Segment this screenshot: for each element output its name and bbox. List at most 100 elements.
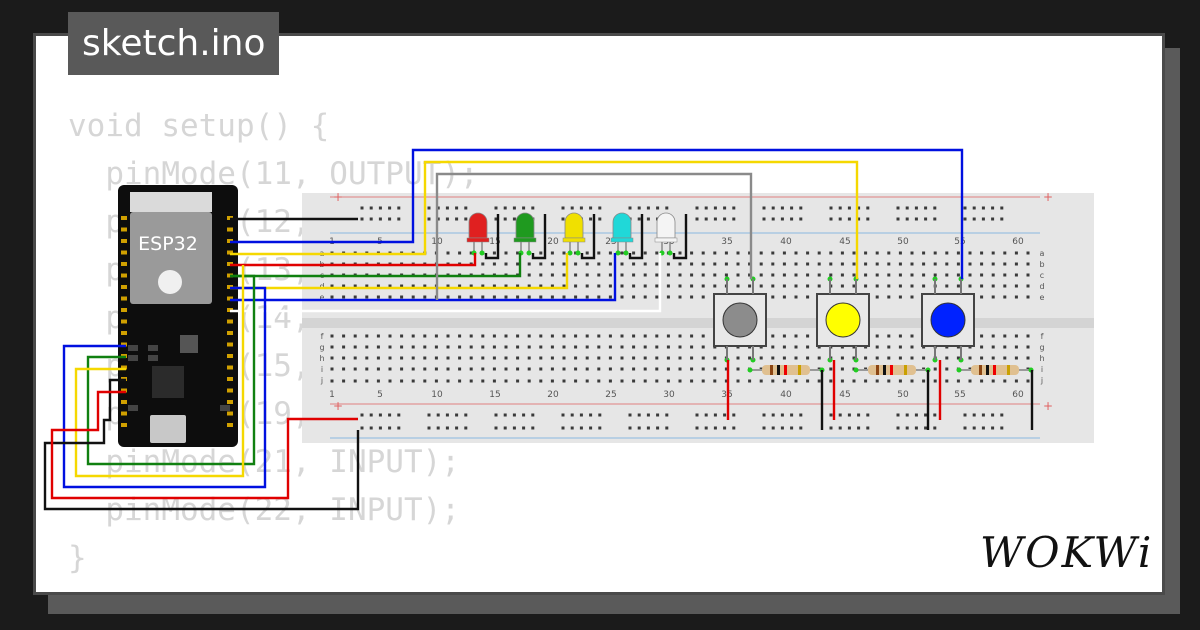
strip-hole <box>736 273 740 277</box>
rail-hole <box>704 426 708 430</box>
wire-yellow-led <box>230 253 569 290</box>
rail-hole <box>494 426 498 430</box>
strip-hole <box>608 262 612 266</box>
strip-hole <box>852 284 856 288</box>
strip-hole <box>933 273 937 277</box>
strip-hole <box>562 345 566 349</box>
wire-loop-red <box>50 390 358 500</box>
wire-loop-yellow <box>74 265 245 478</box>
rail-hole <box>991 217 995 221</box>
rail-hole <box>799 426 803 430</box>
strip-hole <box>736 251 740 255</box>
rail-hole <box>924 426 928 430</box>
strip-hole <box>887 284 891 288</box>
rail-hole <box>896 413 900 417</box>
rail-hole <box>963 217 967 221</box>
strip-hole <box>388 345 392 349</box>
strip-hole <box>759 379 763 383</box>
strip-hole <box>411 345 415 349</box>
strip-hole <box>597 345 601 349</box>
strip-hole <box>388 295 392 299</box>
smd-part <box>128 405 138 411</box>
strip-hole <box>608 295 612 299</box>
strip-hole <box>376 356 380 360</box>
smd-part <box>128 345 138 351</box>
column-number: 30 <box>663 390 675 400</box>
rail-hole <box>445 413 449 417</box>
strip-hole <box>829 251 833 255</box>
strip-hole <box>632 262 636 266</box>
row-letter: e <box>320 293 325 302</box>
rail-hole <box>704 217 708 221</box>
strip-hole <box>956 262 960 266</box>
button-cap <box>825 302 861 338</box>
rail-hole <box>512 217 516 221</box>
strip-hole <box>643 356 647 360</box>
strip-hole <box>504 334 508 338</box>
strip-hole <box>864 251 868 255</box>
strip-hole <box>945 367 949 371</box>
rail-hole <box>503 413 507 417</box>
strip-hole <box>330 356 334 360</box>
strip-hole <box>701 251 705 255</box>
antenna-area <box>130 192 212 212</box>
strip-hole <box>539 379 543 383</box>
strip-hole <box>898 345 902 349</box>
strip-hole <box>910 345 914 349</box>
rail-hole <box>561 413 565 417</box>
strip-hole <box>597 262 601 266</box>
pin <box>121 296 127 301</box>
strip-hole <box>585 367 589 371</box>
strip-hole <box>968 356 972 360</box>
strip-hole <box>330 379 334 383</box>
strip-hole <box>806 379 810 383</box>
strip-hole <box>794 284 798 288</box>
strip-hole <box>898 251 902 255</box>
strip-hole <box>945 273 949 277</box>
strip-hole <box>469 251 473 255</box>
rail-hole <box>857 413 861 417</box>
file-name-tab[interactable]: sketch.ino <box>68 12 280 75</box>
column-number: 40 <box>780 237 792 247</box>
strip-hole <box>516 356 520 360</box>
rail-hole <box>905 217 909 221</box>
strip-hole <box>342 334 346 338</box>
strip-hole <box>632 356 636 360</box>
strip-hole <box>574 262 578 266</box>
strip-hole <box>446 295 450 299</box>
strip-hole <box>585 334 589 338</box>
rail-hole <box>637 426 641 430</box>
strip-hole <box>736 367 740 371</box>
rail-hole <box>905 413 909 417</box>
rail-hole <box>637 217 641 221</box>
rail-hole <box>598 413 602 417</box>
strip-hole <box>759 262 763 266</box>
strip-hole <box>469 334 473 338</box>
strip-hole <box>840 273 844 277</box>
strip-hole <box>968 273 972 277</box>
rail-hole <box>598 206 602 210</box>
strip-hole <box>574 367 578 371</box>
strip-hole <box>991 295 995 299</box>
rail-hole <box>933 426 937 430</box>
strip-hole <box>365 345 369 349</box>
strip-hole <box>655 251 659 255</box>
strip-hole <box>516 295 520 299</box>
strip-hole <box>342 379 346 383</box>
strip-hole <box>956 284 960 288</box>
rail-hole <box>972 426 976 430</box>
strip-hole <box>759 284 763 288</box>
rail-hole <box>561 426 565 430</box>
resistor-band <box>784 365 787 375</box>
strip-hole <box>782 356 786 360</box>
strip-hole <box>678 379 682 383</box>
strip-hole <box>434 356 438 360</box>
strip-hole <box>1014 295 1018 299</box>
rail-hole <box>503 217 507 221</box>
strip-hole <box>550 379 554 383</box>
strip-hole <box>643 273 647 277</box>
rail-hole <box>397 217 401 221</box>
strip-hole <box>829 367 833 371</box>
strip-hole <box>678 262 682 266</box>
strip-hole <box>655 367 659 371</box>
